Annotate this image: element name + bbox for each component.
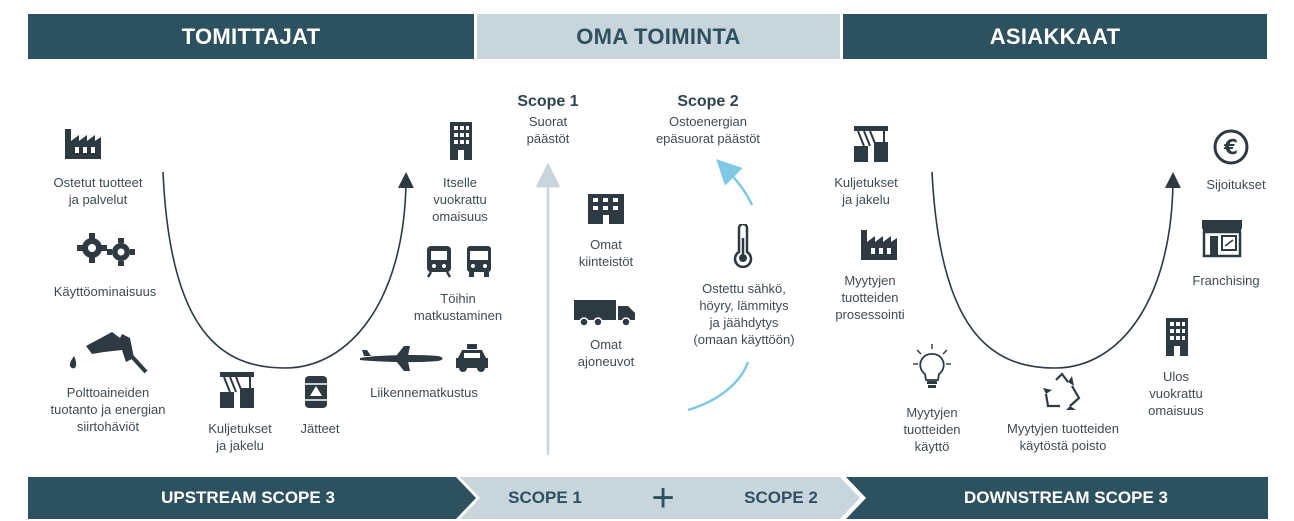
label-investments: Sijoitukset bbox=[1206, 177, 1266, 192]
recycle-icon bbox=[1043, 372, 1081, 410]
label-purchased-goods: Ostetut tuotteet ja palvelut bbox=[53, 175, 143, 207]
label-purchased-energy: Ostettu sähkö, höyry, lämmitys ja jäähdy… bbox=[693, 281, 795, 347]
bus-icon bbox=[467, 246, 491, 277]
building-icon bbox=[450, 122, 472, 160]
downstream-curve bbox=[931, 171, 1181, 369]
crane-icon bbox=[854, 126, 888, 162]
waste-barrel-icon bbox=[305, 376, 327, 408]
label-end-of-life: Myytyjen tuotteiden käytöstä poisto bbox=[1006, 421, 1119, 453]
footer-bar bbox=[28, 477, 1268, 519]
header-suppliers: TOMITTAJAT bbox=[28, 14, 474, 59]
label-franchising: Franchising bbox=[1192, 273, 1260, 288]
crane-icon bbox=[220, 372, 254, 408]
fuel-nozzle-icon bbox=[69, 332, 148, 374]
label-processing: Myytyjen tuotteiden prosessointi bbox=[835, 273, 905, 322]
truck-icon bbox=[574, 300, 635, 327]
scope2-title: Scope 2 bbox=[677, 93, 739, 110]
footer-scope1: SCOPE 1 bbox=[508, 488, 582, 507]
label-fuel-energy: Polttoaineiden tuotanto ja energian siir… bbox=[50, 385, 166, 434]
taxi-icon bbox=[456, 344, 488, 372]
footer-downstream-scope3: DOWNSTREAM SCOPE 3 bbox=[963, 488, 1169, 507]
footer-scope2: SCOPE 2 bbox=[744, 488, 818, 507]
header-customers: ASIAKKAAT bbox=[843, 14, 1267, 59]
factory-icon bbox=[65, 129, 101, 159]
storefront-icon bbox=[1202, 220, 1242, 258]
header-own-operations: OMA TOIMINTA bbox=[477, 14, 840, 59]
train-icon bbox=[426, 246, 452, 278]
airplane-icon bbox=[360, 346, 443, 371]
label-commuting: Töihin matkustaminen bbox=[413, 291, 503, 323]
label-own-buildings: Omat kiinteistöt bbox=[578, 237, 634, 269]
label-upstream-leased: Itselle vuokrattu omaisuus bbox=[432, 175, 488, 224]
label-business-travel: Liikennematkustus bbox=[370, 385, 478, 400]
lightbulb-icon bbox=[913, 344, 951, 388]
scope2-description: Ostoenergian epäsuorat päästöt bbox=[655, 114, 761, 146]
upstream-curve bbox=[162, 171, 414, 369]
building-icon bbox=[1166, 318, 1188, 356]
factory-icon bbox=[861, 230, 897, 260]
svg-text:€: € bbox=[1223, 135, 1238, 159]
label-waste: Jätteet bbox=[300, 421, 340, 436]
label-own-vehicles: Omat ajoneuvot bbox=[577, 337, 635, 369]
footer-upstream-scope3: UPSTREAM SCOPE 3 bbox=[161, 488, 335, 507]
label-downstream-transport: Kuljetukset ja jakelu bbox=[834, 175, 898, 207]
label-upstream-transport: Kuljetukset ja jakelu bbox=[208, 421, 272, 453]
footer-plus: + bbox=[651, 475, 675, 520]
gears-icon bbox=[77, 233, 135, 266]
euro-icon: € bbox=[1213, 129, 1249, 165]
label-use-of-sold-products: Myytyjen tuotteiden käyttö bbox=[903, 405, 961, 454]
label-capital-goods: Käyttöominaisuus bbox=[53, 284, 157, 299]
scope2-arrow-top bbox=[716, 159, 754, 206]
thermometer-icon bbox=[733, 224, 753, 268]
scope1-description: Suorat päästöt bbox=[526, 114, 570, 146]
scope2-arrow-bottom bbox=[687, 361, 750, 412]
label-downstream-leased: Ulos vuokrattu omaisuus bbox=[1148, 369, 1204, 418]
scope1-title: Scope 1 bbox=[517, 93, 579, 110]
building-icon bbox=[588, 194, 624, 224]
